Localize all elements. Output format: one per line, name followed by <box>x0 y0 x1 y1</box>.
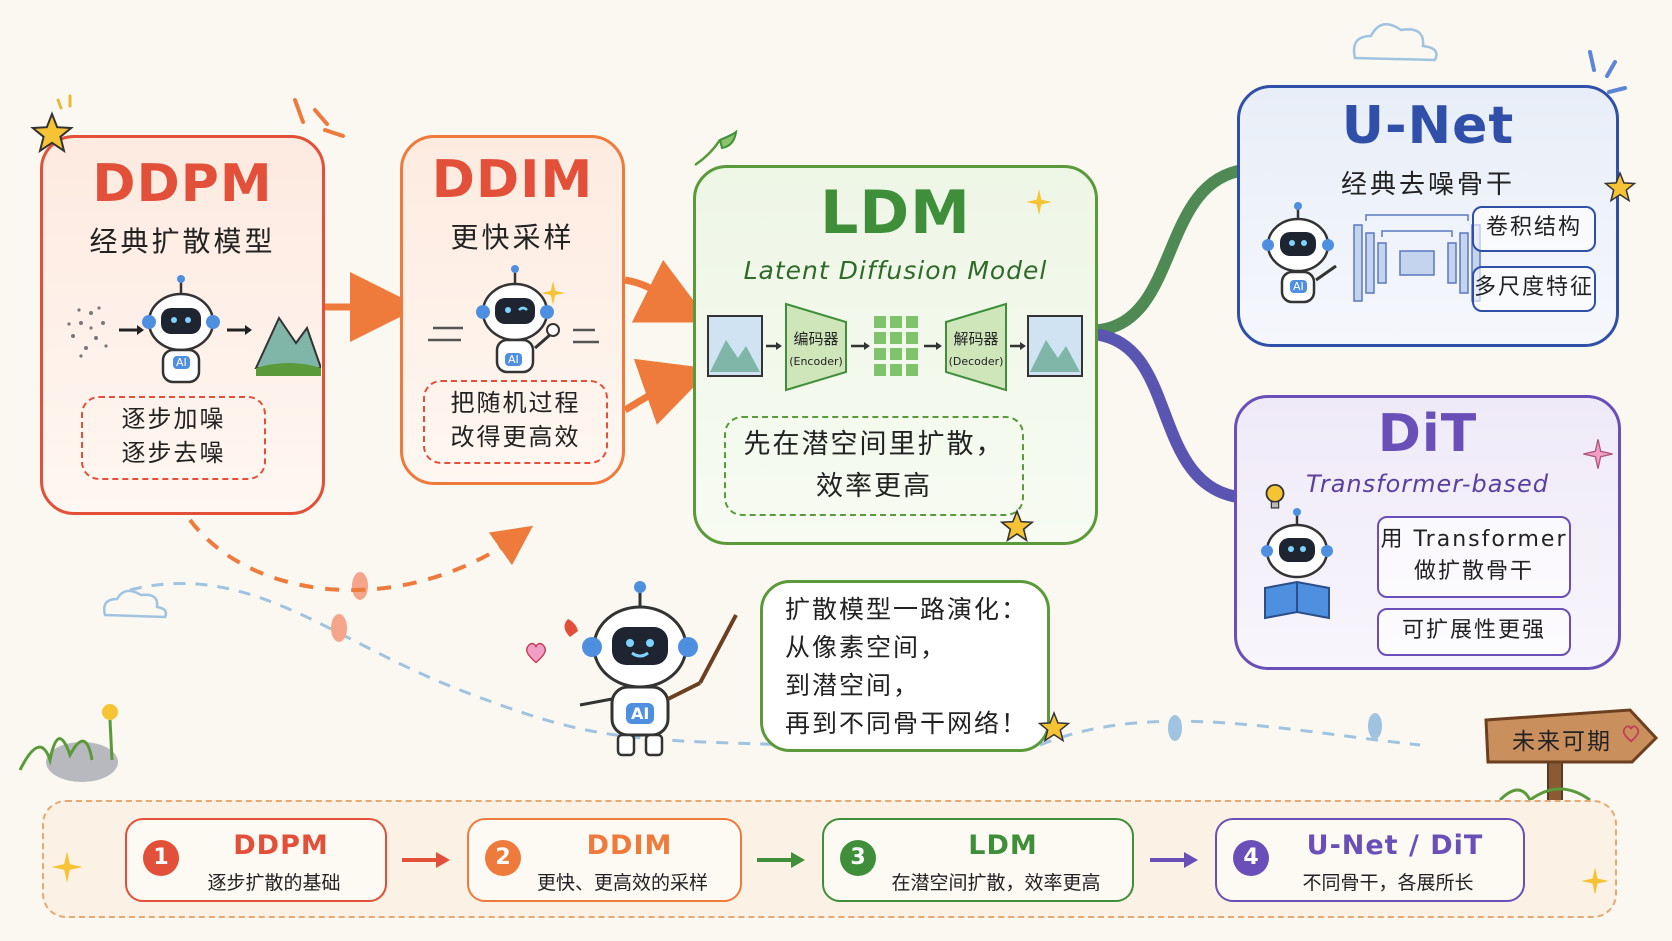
ldm-pipeline-illustration <box>707 302 1083 392</box>
lightbulb-icon <box>1265 483 1285 509</box>
ldm-note: 先在潜空间里扩散， 效率更高 <box>724 416 1024 516</box>
heart-icon <box>526 642 546 664</box>
speech-line3: 到潜空间， <box>785 671 921 700</box>
ddim-note: 把随机过程 改得更高效 <box>423 380 608 464</box>
ldm-note-line1: 先在潜空间里扩散， <box>743 429 1005 460</box>
unet-robot-badge: AI <box>1290 280 1307 293</box>
ddpm-illustration <box>67 275 321 384</box>
dit-robot-reading-illustration <box>1261 508 1333 620</box>
sparkle-icon <box>1026 189 1052 215</box>
star-icon <box>999 509 1035 543</box>
dit-chip-transformer-line1: 用 Transformer <box>1380 527 1568 552</box>
signpost-illustration <box>1484 708 1659 810</box>
unet-card: U-Net 经典去噪骨干 AI 卷积结构 多尺度特征 <box>1237 85 1619 347</box>
sparkle-icon <box>1583 439 1613 469</box>
unet-title: U-Net <box>1341 96 1515 156</box>
encoder-label: 编码器 (Encoder) <box>786 328 846 368</box>
decoder-label: 解码器 (Decoder) <box>946 328 1006 368</box>
ddim-subtitle: 更快采样 <box>450 221 575 254</box>
sparkle-icon <box>51 851 83 883</box>
ddim-note-line1: 把随机过程 <box>450 389 581 417</box>
ddim-card: DDIM 更快采样 AI 把随机过程 改得更高效 <box>400 135 625 485</box>
step-number-badge: 2 <box>485 840 521 876</box>
ddpm-note: 逐步加噪 逐步去噪 <box>81 396 266 480</box>
speech-line4: 再到不同骨干网络！ <box>785 709 1029 738</box>
timeline-step-3: 3 LDM 在潜空间扩散，效率更高 <box>822 818 1134 902</box>
star-icon <box>1037 710 1071 743</box>
encoder-label-en: (Encoder) <box>789 355 843 368</box>
ddpm-subtitle: 经典扩散模型 <box>89 225 276 258</box>
step-description: 逐步扩散的基础 <box>207 872 341 894</box>
ddim-title: DDIM <box>431 150 594 210</box>
leaf-icon <box>694 130 738 167</box>
timeline-step-1: 1 DDPM 逐步扩散的基础 <box>125 818 387 902</box>
ddpm-title: DDPM <box>92 154 273 214</box>
unet-architecture-icon <box>1353 214 1481 302</box>
presenter-robot-badge: AI <box>626 703 655 724</box>
dit-chip-scalable: 可扩展性更强 <box>1377 608 1571 656</box>
ldm-note-line2: 效率更高 <box>816 471 932 502</box>
decoder-label-en: (Decoder) <box>948 355 1004 368</box>
evolution-speech-bubble: 扩散模型一路演化： 从像素空间， 到潜空间， 再到不同骨干网络！ <box>760 580 1050 752</box>
ddim-robot-badge: AI <box>505 353 522 366</box>
ddim-robot-illustration <box>428 265 599 374</box>
decoder-label-cn: 解码器 <box>953 330 999 348</box>
step-number-badge: 3 <box>840 840 876 876</box>
step-description: 在潜空间扩散，效率更高 <box>891 872 1101 894</box>
dit-title: DiT <box>1377 404 1478 464</box>
dit-subtitle: Transformer-based <box>1306 470 1549 498</box>
star-icon <box>30 111 74 154</box>
ddim-note-line2: 改得更高效 <box>450 423 581 451</box>
unet-chip-conv: 卷积结构 <box>1472 206 1596 252</box>
dit-chip-transformer-line2: 做扩散骨干 <box>1413 559 1534 584</box>
presenter-robot-illustration <box>564 581 738 757</box>
ldm-subtitle: Latent Diffusion Model <box>743 256 1048 285</box>
step-title: DDPM <box>233 830 329 861</box>
step-title: U-Net / DiT <box>1306 830 1484 861</box>
speech-line1: 扩散模型一路演化： <box>785 595 1029 624</box>
step-description: 不同骨干，各展所长 <box>1302 872 1474 894</box>
ldm-title: LDM <box>820 178 971 248</box>
step-title: LDM <box>968 830 1038 861</box>
unet-chip-multiscale: 多尺度特征 <box>1472 266 1596 312</box>
sparkle-icon <box>541 281 565 305</box>
ddpm-note-line1: 逐步加噪 <box>121 405 226 433</box>
ddpm-card: DDPM 经典扩散模型 AI 逐步加噪 逐步去噪 <box>40 135 325 515</box>
star-icon <box>1603 170 1637 203</box>
dit-chip-transformer: 用 Transformer 做扩散骨干 <box>1377 516 1571 598</box>
ddpm-note-line2: 逐步去噪 <box>121 439 226 467</box>
speech-line2: 从像素空间， <box>785 633 948 662</box>
ddpm-robot-badge: AI <box>173 356 190 369</box>
step-description: 更快、更高效的采样 <box>536 872 708 894</box>
dit-card: DiT Transformer-based 用 Transformer 做扩散骨… <box>1234 395 1621 670</box>
step-title: DDIM <box>586 830 673 861</box>
unet-subtitle: 经典去噪骨干 <box>1340 170 1515 200</box>
timeline-step-4: 4 U-Net / DiT 不同骨干，各展所长 <box>1215 818 1525 902</box>
ldm-card: LDM Latent Diffusion Model 编码器 (Encoder)… <box>693 165 1098 545</box>
heart-icon <box>1622 725 1640 743</box>
signpost-label: 未来可期 <box>1512 729 1612 755</box>
encoder-label-cn: 编码器 <box>793 330 839 348</box>
timeline-step-2: 2 DDIM 更快、更高效的采样 <box>467 818 742 902</box>
step-number-badge: 4 <box>1233 840 1269 876</box>
step-number-badge: 1 <box>143 840 179 876</box>
sparkle-icon <box>1581 867 1609 895</box>
